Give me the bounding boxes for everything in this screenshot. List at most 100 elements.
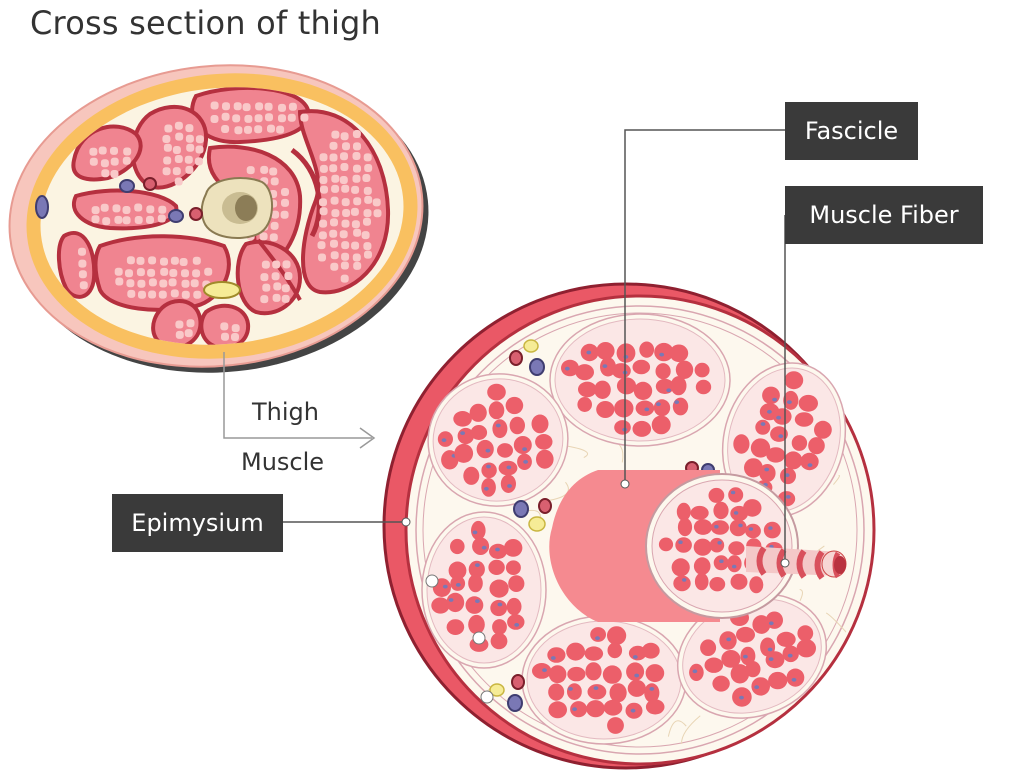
nucleus	[602, 364, 608, 368]
thigh-muscle-cell	[185, 165, 194, 174]
muscle-fiber	[814, 420, 832, 439]
nucleus	[623, 355, 629, 359]
thigh-muscle-cell	[320, 185, 328, 194]
thigh-muscle-cell	[110, 146, 118, 155]
muscle-fiber	[587, 684, 607, 700]
muscle-fiber	[453, 411, 472, 427]
muscle-fiber	[727, 555, 742, 573]
nucleus	[507, 484, 512, 488]
muscle-fiber	[784, 371, 804, 390]
muscle-fiber	[547, 647, 566, 663]
muscle-fiber	[611, 363, 631, 379]
thigh-muscle-cell	[195, 145, 204, 154]
muscle-fiber	[584, 646, 604, 661]
thigh-muscle-cell	[162, 167, 171, 176]
muscle-fiber	[471, 520, 486, 541]
muscle-fiber	[765, 611, 784, 629]
thigh-muscle-cell	[134, 203, 143, 212]
muscle-fiber	[492, 619, 507, 635]
muscle-fiber	[470, 425, 488, 440]
thigh-muscle-cell	[280, 210, 289, 219]
thigh-muscle-cell	[89, 157, 98, 166]
muscle-fiber	[509, 416, 525, 435]
muscle-fiber	[548, 665, 567, 684]
muscle-fiber	[776, 631, 796, 648]
muscle-fiber	[448, 561, 467, 580]
nucleus	[692, 669, 698, 674]
muscle-cross-section	[382, 282, 876, 770]
connective-fibril	[667, 720, 687, 737]
muscle-fiber	[672, 397, 689, 416]
nucleus	[595, 636, 600, 641]
thigh-muscle-cell	[100, 159, 109, 168]
muscle-fiber	[740, 646, 756, 666]
muscle-fiber	[505, 396, 524, 415]
thigh-muscle-cell	[318, 231, 327, 240]
thigh-muscle-cell	[138, 290, 146, 299]
muscle-fiber	[641, 642, 660, 659]
thigh-muscle-cell	[186, 319, 195, 328]
thigh-muscle-cell	[329, 141, 338, 150]
muscle-fiber	[632, 359, 651, 375]
thigh-muscle-cell	[353, 197, 362, 206]
femur-bone	[200, 177, 274, 239]
thigh-to-muscle-arrow	[223, 352, 376, 449]
thigh-muscle-cell	[170, 289, 179, 298]
nucleus	[475, 563, 480, 567]
muscle-fiber	[616, 377, 637, 395]
artery	[509, 350, 523, 366]
thigh-muscle-cell	[78, 247, 86, 256]
sciatic-nerve	[203, 281, 241, 299]
thigh-muscle-cell	[179, 258, 188, 266]
nucleus	[522, 447, 527, 451]
nucleus	[717, 541, 722, 545]
thigh-muscle-cell	[269, 233, 278, 242]
superficial-vein	[35, 195, 49, 219]
muscle-fiber	[798, 394, 818, 412]
muscle-fiber	[567, 666, 586, 682]
thigh-muscle-cell	[262, 283, 271, 292]
nucleus	[807, 463, 813, 467]
muscle-fiber	[497, 443, 513, 458]
thigh-muscle-septum	[256, 238, 302, 301]
thigh-muscle-cell	[174, 121, 183, 130]
vein	[513, 500, 529, 518]
thigh-muscle-cell	[221, 332, 229, 341]
thigh-muscle-cell	[372, 198, 381, 207]
thigh-muscle-cell	[254, 114, 263, 123]
thigh-muscle-cell	[260, 165, 269, 174]
fascicle	[421, 511, 547, 669]
muscle-fiber	[671, 558, 690, 577]
muscle-fiber	[566, 642, 585, 661]
muscle-fiber	[463, 466, 480, 485]
thigh-muscle-cell	[221, 125, 230, 133]
thigh-muscle-cell	[221, 112, 230, 121]
nucleus	[514, 623, 520, 627]
muscle-fiber	[693, 538, 712, 556]
thigh-muscle-cell	[146, 205, 155, 214]
thigh-muscle-cell	[164, 124, 173, 133]
thigh-muscle-cell	[160, 257, 168, 266]
thigh-muscle-cell	[181, 279, 190, 288]
muscle-fiber	[575, 364, 594, 381]
thigh-muscle-cell	[246, 166, 255, 175]
nucleus	[739, 695, 744, 700]
lymph-vessel	[425, 574, 439, 588]
thigh-muscle-cell	[181, 290, 190, 299]
muscle-fiber	[577, 397, 592, 412]
nucleus	[659, 352, 665, 357]
thigh-muscle-cell	[254, 125, 263, 134]
muscle-fiber	[607, 717, 624, 734]
thigh-muscle-cell	[330, 196, 339, 205]
thigh-muscle-cell	[192, 256, 201, 265]
thigh-muscle-cell	[78, 259, 87, 268]
vein	[529, 358, 545, 376]
muscle-fiber	[651, 415, 671, 435]
muscle-fiber	[446, 592, 465, 613]
muscle-fiber	[730, 573, 748, 590]
thigh-muscle-cell	[192, 269, 201, 278]
thigh-muscle-cell	[89, 147, 98, 156]
muscle-fiber	[791, 435, 808, 451]
thigh-muscle-cell	[363, 217, 371, 226]
thigh-muscle-cell	[364, 195, 373, 204]
